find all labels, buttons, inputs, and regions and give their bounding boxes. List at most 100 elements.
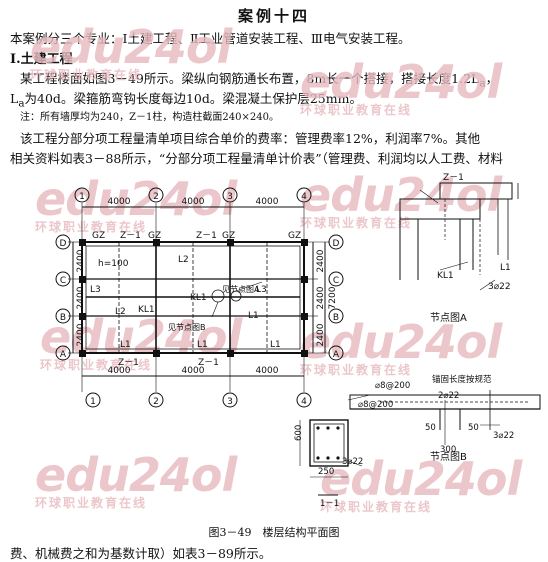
axis-bubble-3-top: [222, 187, 238, 203]
label-z1-top-1: Z－1: [120, 231, 141, 241]
p1a-end: ，: [485, 71, 499, 86]
note-text: 注：所有墙厚均为240，Z－1柱，构造柱截面240×240。: [20, 112, 279, 123]
axis-bubble-2-bottom: [148, 392, 164, 408]
node-b-dim-50a: 50: [425, 423, 436, 433]
figure-caption: 图3－49 楼层结构平面图: [208, 526, 340, 539]
label-gz-3: GZ: [222, 231, 235, 241]
axis-d-right: D: [333, 239, 340, 249]
axis-b-left: B: [60, 313, 66, 323]
left-dim-1: 2400: [76, 249, 86, 272]
label-see-node-a: 见节点图A: [222, 285, 260, 294]
axis-1-top: 1: [79, 192, 85, 202]
axis-bubble-d-left: [55, 234, 71, 250]
label-l1-left: L1: [120, 340, 131, 350]
axis-bubble-3-bottom: [222, 392, 238, 408]
node-a-z1: Z－1: [443, 173, 464, 183]
axis-bubble-4-bottom: [296, 392, 312, 408]
axis-1-bottom: 1: [90, 397, 96, 407]
node-b-drawing: [349, 390, 541, 445]
top-dim-2: 4000: [182, 197, 205, 207]
plan-labels: 4000 4000 4000 4000 4000 4000 2400 2400 …: [60, 192, 340, 407]
bottom-dim-1: 4000: [108, 366, 131, 376]
node-a-drawing: [399, 182, 519, 291]
node-a-rebar: 3⌀22: [488, 282, 511, 292]
right-dim-3: 2400: [316, 323, 326, 346]
label-z1-top-2: Z－1: [196, 231, 217, 241]
left-dim-3: 2400: [76, 323, 86, 346]
label-l1-right: L1: [270, 340, 281, 350]
label-kl1-mid: KL1: [190, 293, 207, 303]
axis-4-top: 4: [301, 192, 307, 202]
label-slab-thickness: h=100: [98, 259, 129, 269]
section-rebar: 3⌀22: [342, 457, 363, 467]
right-dim-2: 2400: [316, 286, 326, 309]
section-1-1-drawing: [299, 394, 371, 496]
axis-a-right: A: [333, 350, 340, 360]
section-dim-600: 600: [294, 425, 304, 441]
section-heading: Ⅰ.土建工程: [10, 52, 73, 67]
axis-bubble-1-top: [74, 187, 90, 203]
node-a-kl1: KL1: [437, 271, 454, 281]
axis-2-bottom: 2: [153, 397, 159, 407]
axis-4-bottom: 4: [301, 397, 307, 407]
bottom-dim-3: 4000: [256, 366, 279, 376]
axis-b-right: B: [333, 313, 339, 323]
p1b-text: L: [10, 91, 19, 106]
p1a-subscript: a: [479, 77, 486, 90]
right-total-dim: 7200: [328, 286, 338, 309]
left-dim-2: 2400: [76, 286, 86, 309]
axis-bubble-a-left: [55, 345, 71, 361]
label-z1-bottom-1: Z－1: [118, 358, 139, 368]
p1a-text: 某工程楼面如图3－49所示。梁纵向钢筋通长布置，8m长一个搭接，搭接长度1.2L: [20, 71, 480, 86]
axis-d-left: D: [60, 239, 67, 249]
axis-3-top: 3: [227, 192, 233, 202]
label-kl1-left: KL1: [138, 305, 155, 315]
node-a-l1: L1: [500, 263, 511, 273]
node-b-dim-50b: 50: [468, 423, 479, 433]
bottom-dim-2: 4000: [182, 366, 205, 376]
axis-a-left: A: [60, 350, 67, 360]
axis-bubble-b-left: [55, 308, 71, 324]
p1b-subscript: a: [18, 97, 25, 110]
label-l1-mid: L1: [197, 340, 208, 350]
node-a-title: 节点图A: [430, 312, 467, 324]
node-b-rebar-1: 2⌀22: [438, 391, 459, 401]
label-l3-left: L3: [90, 285, 101, 295]
right-dim-1: 2400: [316, 249, 326, 272]
label-gz-1: GZ: [92, 231, 105, 241]
top-dim-1: 4000: [108, 197, 131, 207]
paragraph-1-line-2: La为40d。梁箍筋弯钩长度每边10d。梁混凝土保护层25mm。: [10, 88, 362, 110]
axis-bubble-d-right: [328, 234, 344, 250]
axis-bubble-c-left: [55, 271, 71, 287]
axis-bubble-b-right: [328, 308, 344, 324]
node-b-anchor-note: 锚固长度按规范: [432, 374, 492, 385]
axis-bubble-a-right: [328, 345, 344, 361]
paragraph-1-line-1: 某工程楼面如图3－49所示。梁纵向钢筋通长布置，8m长一个搭接，搭接长度1.2L…: [20, 68, 498, 90]
label-l3-right: L3: [256, 285, 267, 295]
node-b-stirrup-2: ⌀8@200: [358, 400, 393, 410]
axis-2-top: 2: [153, 192, 159, 202]
label-see-node-b: 见节点图B: [168, 323, 206, 332]
paragraph-3: 费、机械费之和为基数计取）如表3－89所示。: [10, 546, 272, 561]
axis-bubble-4-top: [296, 187, 312, 203]
axis-bubble-1-bottom: [85, 392, 101, 408]
label-l1-upper: L1: [248, 311, 259, 321]
axis-c-left: C: [60, 276, 66, 286]
label-z1-bottom-2: Z－1: [198, 358, 219, 368]
node-b-labels: 锚固长度按规范 ⌀8@200 ⌀8@200 2⌀22 3⌀22 50 50 30…: [294, 374, 514, 509]
top-dim-3: 4000: [256, 197, 279, 207]
node-b-dim-300: 300: [440, 445, 456, 455]
node-b-rebar-2: 3⌀22: [493, 431, 514, 441]
axis-3-bottom: 3: [227, 397, 233, 407]
axis-c-right: C: [333, 276, 339, 286]
label-l2-top: L2: [178, 255, 189, 265]
section-title: 1－1: [320, 499, 339, 509]
label-gz-2: GZ: [148, 231, 161, 241]
axis-bubble-c-right: [328, 271, 344, 287]
page-title: 案例十四: [237, 7, 310, 25]
node-b-stirrup-1: ⌀8@200: [375, 381, 410, 391]
axis-bubble-2-top: [148, 187, 164, 203]
node-b-title: 节点图B: [430, 451, 467, 463]
node-a-labels: Z－1 KL1 L1 3⌀22 节点图A: [430, 173, 511, 324]
